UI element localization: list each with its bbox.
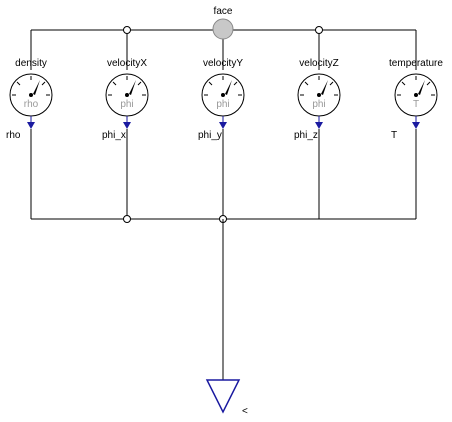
output-label: T — [391, 130, 397, 141]
output-label: phi_x — [102, 130, 126, 141]
face-connector[interactable] — [212, 18, 234, 40]
bottom-junction-dot — [123, 215, 131, 223]
gauge-inner-label: phi — [312, 99, 325, 110]
output-arrow-icon — [412, 122, 420, 129]
sensor-temperature[interactable]: temperature T T — [389, 58, 443, 141]
sensor-name-label: velocityX — [107, 58, 147, 69]
output-port-icon[interactable] — [205, 379, 241, 414]
gauge-tick — [304, 81, 309, 86]
sensor-name-label: velocityZ — [299, 58, 338, 69]
gauge-needle-icon — [418, 80, 425, 95]
gauge-tick — [41, 81, 46, 86]
output-port-label: < — [242, 406, 248, 417]
gauge-inner-label: T — [413, 99, 419, 110]
gauge-tick — [329, 81, 334, 86]
gauge-tick — [208, 81, 213, 86]
gauge-pivot — [125, 93, 129, 97]
output-label: phi_z — [294, 130, 318, 141]
sensor-name-label: velocityY — [203, 58, 243, 69]
gauge-needle-icon — [225, 80, 232, 95]
face-label: face — [214, 6, 233, 17]
gauge-tick — [112, 81, 117, 86]
gauge-tick — [16, 81, 21, 86]
sensor-velocityz[interactable]: velocityZ phi phi_z — [294, 58, 341, 141]
sensor-name-label: temperature — [389, 58, 443, 69]
sensor-density[interactable]: density rho rho — [6, 58, 53, 141]
gauge-pivot — [221, 93, 225, 97]
top-junction-dot — [123, 26, 131, 34]
gauge-needle-icon — [33, 80, 40, 95]
gauge-tick — [426, 81, 431, 86]
sensor-velocityy[interactable]: velocityY phi phi_y — [198, 58, 245, 141]
sensor-velocityx[interactable]: velocityX phi phi_x — [102, 58, 149, 141]
output-label: rho — [6, 130, 21, 141]
gauge-inner-label: phi — [216, 99, 229, 110]
output-label: phi_y — [198, 130, 222, 141]
sensor-name-label: density — [15, 58, 47, 69]
gauge-needle-icon — [321, 80, 328, 95]
output-arrow-icon — [315, 122, 323, 129]
gauge-inner-label: rho — [24, 99, 39, 110]
gauge-pivot — [317, 93, 321, 97]
gauge-inner-label: phi — [120, 99, 133, 110]
gauge-pivot — [29, 93, 33, 97]
gauge-pivot — [414, 93, 418, 97]
output-arrow-icon — [27, 122, 35, 129]
gauge-tick — [233, 81, 238, 86]
gauge-needle-icon — [129, 80, 136, 95]
output-arrow-icon — [123, 122, 131, 129]
gauge-tick — [137, 81, 142, 86]
output-arrow-icon — [219, 122, 227, 129]
top-junction-dot — [315, 26, 323, 34]
gauge-tick — [401, 81, 406, 86]
